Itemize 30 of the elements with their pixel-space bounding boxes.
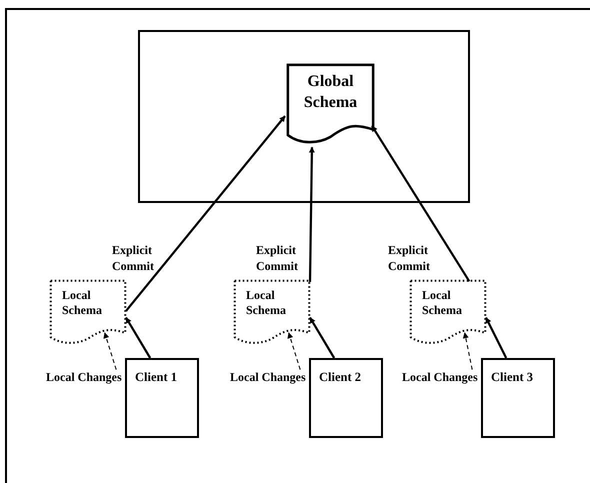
client-box (125, 358, 199, 438)
document-shape (287, 64, 374, 146)
arrow (125, 115, 286, 312)
arrow (125, 317, 152, 359)
edge-label: Explicit Commit (112, 243, 155, 274)
node-label: Local Schema (246, 288, 287, 318)
dashed-arrow (103, 332, 117, 370)
edge-label: Explicit Commit (256, 243, 299, 274)
arrow (308, 146, 315, 282)
client-box (309, 358, 383, 438)
node-label: Client 1 (135, 369, 178, 386)
document-shape (410, 280, 486, 346)
node-label: Client 2 (319, 369, 362, 386)
document-shape (234, 280, 310, 346)
client-box (481, 358, 555, 438)
node-label: Local Schema (422, 288, 463, 318)
arrow (371, 125, 470, 282)
node-label: Local Schema (62, 288, 103, 318)
dashed-arrow (287, 332, 301, 370)
edge-annotation: Local Changes (46, 369, 123, 386)
edge-annotation: Local Changes (230, 369, 307, 386)
arrow (485, 317, 508, 358)
edge-annotation: Local Changes (402, 369, 479, 386)
arrow (309, 317, 336, 359)
system-box (138, 30, 470, 203)
document-shape (50, 280, 126, 346)
node-label: Client 3 (491, 369, 534, 386)
dashed-arrow (462, 332, 473, 370)
edge-label: Explicit Commit (388, 243, 431, 274)
node-label: Global Schema (302, 72, 358, 113)
